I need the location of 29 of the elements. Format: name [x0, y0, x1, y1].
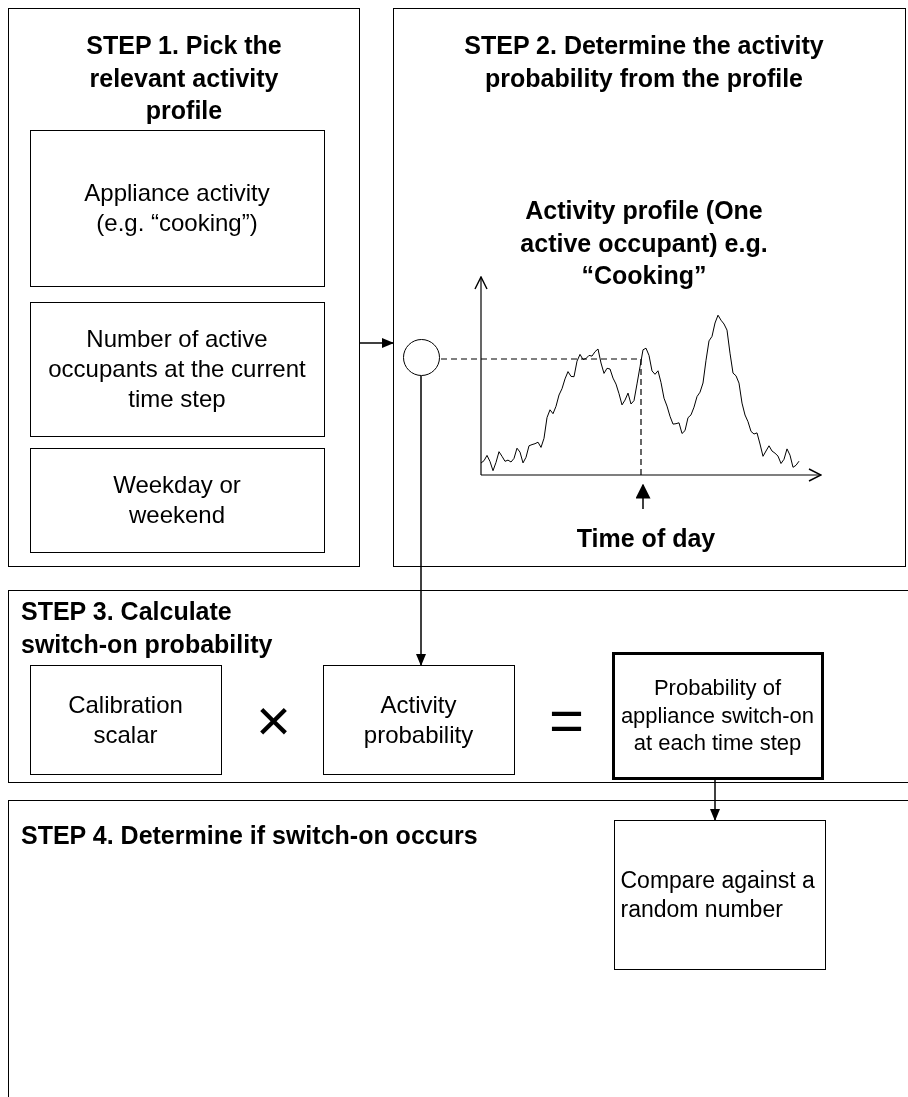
box-text: Probability of appliance switch-on at each time step [620, 674, 815, 757]
box-text: Appliance activity (e.g. “cooking”) [83, 178, 271, 238]
step-panel [8, 800, 908, 1097]
step-heading: STEP 3. Calculate switch-on probability [21, 596, 274, 660]
box-text: Calibration scalar [67, 689, 184, 750]
step-heading: STEP 1. Pick the relevant activity profile [85, 30, 283, 126]
box-text: Compare against a random number [620, 865, 816, 924]
arrow [710, 779, 720, 821]
step-panel [8, 8, 360, 567]
result-box [611, 651, 824, 780]
chart-title: Activity profile (One active occupant) e.g. “Cooking” [519, 195, 769, 291]
step-panel [393, 8, 906, 567]
arrow [359, 338, 394, 348]
process-box [29, 301, 325, 437]
step-heading: STEP 4. Determine if switch-on occurs [21, 820, 479, 851]
axis-label: Time of day [575, 523, 717, 554]
process-box [613, 819, 826, 970]
process-box [29, 664, 222, 775]
box-text: Number of active occupants at the current time step [47, 324, 307, 414]
process-box [29, 447, 325, 553]
box-text: Weekday or weekend [112, 470, 242, 530]
equals-sign: = [549, 686, 585, 756]
process-box [322, 664, 515, 775]
box-text: Activity probability [362, 689, 475, 750]
process-box [29, 129, 325, 287]
step-panel [8, 590, 908, 783]
step-heading: STEP 2. Determine the activity probability from the profile [464, 30, 824, 94]
multiply-sign: × [256, 686, 292, 756]
arrow [416, 375, 426, 666]
